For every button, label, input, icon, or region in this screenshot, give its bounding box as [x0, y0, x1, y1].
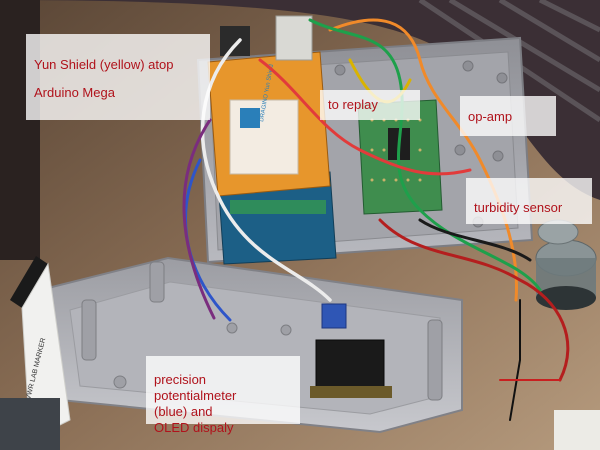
label-op-amp: op-amp [460, 96, 556, 136]
label-potentiometer-oled: precision potentialmeter (blue) and OLED… [146, 356, 300, 435]
oled-display [315, 339, 385, 393]
label-yun-line2: Arduino Mega [34, 85, 115, 100]
label-turbidity-sensor: turbidity sensor [466, 178, 592, 224]
potentiometer [321, 303, 347, 329]
label-to-replay: to replay [320, 90, 420, 120]
lid-screw-posts [81, 261, 443, 401]
arduino-header [230, 200, 326, 214]
tin-container [0, 398, 60, 450]
label-yun-line1: Yun Shield (yellow) atop [34, 57, 174, 72]
label-yun-shield: Yun Shield (yellow) atop Arduino Mega [26, 34, 210, 120]
usb-connector [220, 26, 250, 56]
shield-logo [240, 108, 260, 128]
shield-module [229, 99, 299, 175]
oled-pcb [310, 386, 392, 398]
lab-marker: VWR LAB MARKER [10, 256, 71, 441]
ethernet-jack [275, 15, 313, 61]
breadboard [554, 410, 600, 450]
